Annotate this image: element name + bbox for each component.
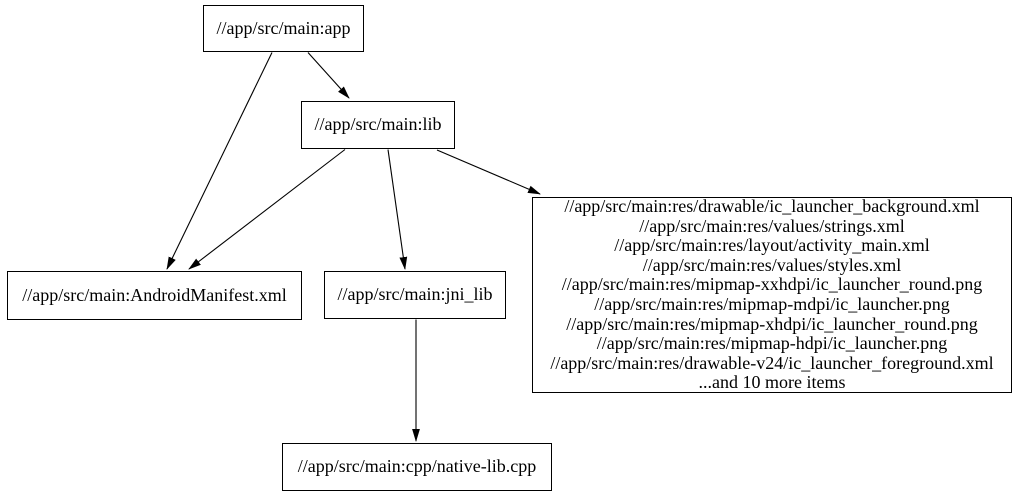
node-app-label: //app/src/main:app	[216, 17, 351, 38]
node-android-manifest-label: //app/src/main:AndroidManifest.xml	[22, 284, 287, 305]
node-app: //app/src/main:app	[203, 5, 364, 52]
res-file-line: //app/src/main:res/drawable/ic_launcher_…	[564, 196, 980, 217]
res-file-line: //app/src/main:res/drawable-v24/ic_launc…	[550, 352, 994, 373]
res-more-items-line: ...and 10 more items	[698, 372, 846, 393]
edge-app-to-manifest	[166, 52, 273, 270]
node-android-manifest: //app/src/main:AndroidManifest.xml	[7, 271, 302, 320]
node-lib: //app/src/main:lib	[301, 101, 455, 149]
node-res-files: //app/src/main:res/drawable/ic_launcher_…	[532, 196, 1012, 393]
res-file-line: //app/src/main:res/mipmap-mdpi/ic_launch…	[594, 294, 950, 314]
res-file-line: //app/src/main:res/mipmap-xxhdpi/ic_laun…	[561, 274, 983, 295]
node-jni-lib: //app/src/main:jni_lib	[324, 271, 506, 319]
res-file-line: //app/src/main:res/values/styles.xml	[642, 254, 902, 275]
edge-lib-to-manifest	[188, 149, 346, 270]
res-file-line: //app/src/main:res/values/strings.xml	[639, 215, 905, 236]
node-lib-label: //app/src/main:lib	[314, 114, 442, 135]
node-native-lib-cpp-label: //app/src/main:cpp/native-lib.cpp	[297, 456, 537, 477]
edge-app-to-lib	[307, 52, 350, 99]
res-file-line: //app/src/main:res/layout/activity_main.…	[614, 235, 930, 256]
edge-lib-to-res	[436, 149, 541, 195]
node-native-lib-cpp: //app/src/main:cpp/native-lib.cpp	[282, 443, 552, 491]
res-file-line: //app/src/main:res/mipmap-xhdpi/ic_launc…	[566, 313, 978, 334]
node-jni-lib-label: //app/src/main:jni_lib	[337, 284, 493, 305]
res-file-line: //app/src/main:res/mipmap-hdpi/ic_launch…	[596, 333, 948, 354]
edge-lib-to-jni-lib	[387, 149, 408, 270]
